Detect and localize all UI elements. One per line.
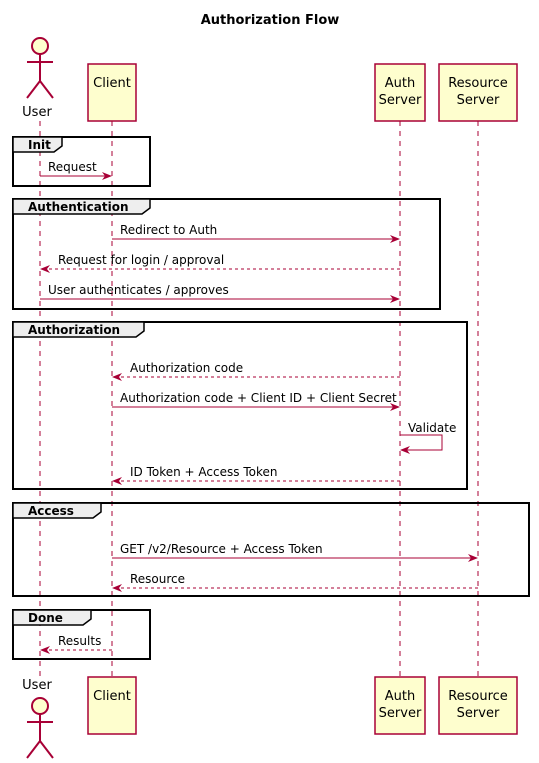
message-label: ID Token + Access Token: [130, 465, 277, 479]
actor-head: [31, 697, 49, 715]
participant-client-top: Client: [87, 63, 137, 122]
participant-label-line: Server: [457, 706, 500, 721]
participant-box: [87, 63, 137, 122]
group-frame-tab: [12, 502, 102, 519]
message-label: Results: [58, 634, 101, 648]
participant-label: Client: [93, 689, 131, 704]
message-label: Request: [48, 160, 97, 174]
message-label: Validate: [408, 421, 456, 435]
message-label: Authorization code: [130, 361, 243, 375]
message-label: GET /v2/Resource + Access Token: [120, 542, 323, 556]
group-frame-label: Access: [28, 504, 74, 518]
message-5: Authorization code: [112, 361, 400, 381]
message-label: Redirect to Auth: [120, 223, 217, 237]
participant-label-line: Auth: [385, 76, 415, 91]
message-arrow: [400, 434, 443, 454]
diagram-title: Authorization Flow: [201, 13, 340, 28]
group-frame-access: Access: [12, 502, 530, 597]
participant-label-line: Server: [457, 93, 500, 108]
message-11: Results: [40, 634, 112, 654]
group-frame-label: Done: [28, 611, 63, 625]
message-4: User authenticates / approves: [40, 283, 400, 303]
group-frame-border: [12, 198, 441, 310]
participant-box: [374, 676, 426, 735]
participant-box: [87, 676, 137, 735]
actor-right-leg: [39, 80, 54, 99]
actor-user-top: User: [22, 37, 54, 120]
participant-box: [438, 676, 518, 735]
participant-label-line: Auth: [385, 689, 415, 704]
group-frame-authorization: Authorization: [12, 321, 468, 490]
group-frame-label: Authorization: [28, 323, 120, 337]
group-frame-tab: [12, 609, 92, 626]
message-label: Request for login / approval: [58, 253, 224, 267]
group-frame-authentication: Authentication: [12, 198, 441, 310]
actor-user-bottom: User: [22, 678, 54, 759]
group-frame-tab: [12, 321, 145, 338]
message-6: Authorization code + Client ID + Client …: [112, 391, 400, 411]
message-label: Resource: [130, 572, 185, 586]
message-9: GET /v2/Resource + Access Token: [112, 542, 478, 562]
group-frame-border: [12, 321, 468, 490]
message-1: Request: [40, 160, 112, 180]
participant-box: [374, 63, 426, 122]
participant-label-line: Server: [379, 93, 422, 108]
group-frame-label: Init: [28, 138, 51, 152]
group-frame-border: [12, 136, 151, 187]
participant-label-line: Server: [379, 706, 422, 721]
group-frame-tab: [12, 198, 151, 215]
participant-label-line: Resource: [448, 76, 508, 91]
participant-label: Client: [93, 76, 131, 91]
actor-left-leg: [26, 80, 41, 99]
group-frame-label: Authentication: [28, 200, 129, 214]
message-10: Resource: [112, 572, 478, 592]
message-8: ID Token + Access Token: [112, 465, 400, 485]
actor-left-leg: [26, 740, 41, 759]
message-label: User authenticates / approves: [48, 283, 229, 297]
participant-label-line: Resource: [448, 689, 508, 704]
actor-head: [31, 37, 49, 55]
group-frame-done: Done: [12, 609, 151, 660]
message-2: Redirect to Auth: [112, 223, 400, 243]
participant-label: User: [22, 105, 52, 120]
group-frame-border: [12, 502, 530, 597]
message-label: Authorization code + Client ID + Client …: [120, 391, 397, 405]
participant-client-bottom: Client: [87, 676, 137, 735]
participant-label: User: [22, 678, 52, 693]
group-frame-tab: [12, 136, 63, 153]
group-frame-init: Init: [12, 136, 151, 187]
group-frames: InitAuthenticationAuthorizationAccessDon…: [12, 136, 530, 660]
participant-box: [438, 63, 518, 122]
actor-right-leg: [39, 740, 54, 759]
message-7: Validate: [400, 421, 456, 454]
message-3: Request for login / approval: [40, 253, 400, 273]
